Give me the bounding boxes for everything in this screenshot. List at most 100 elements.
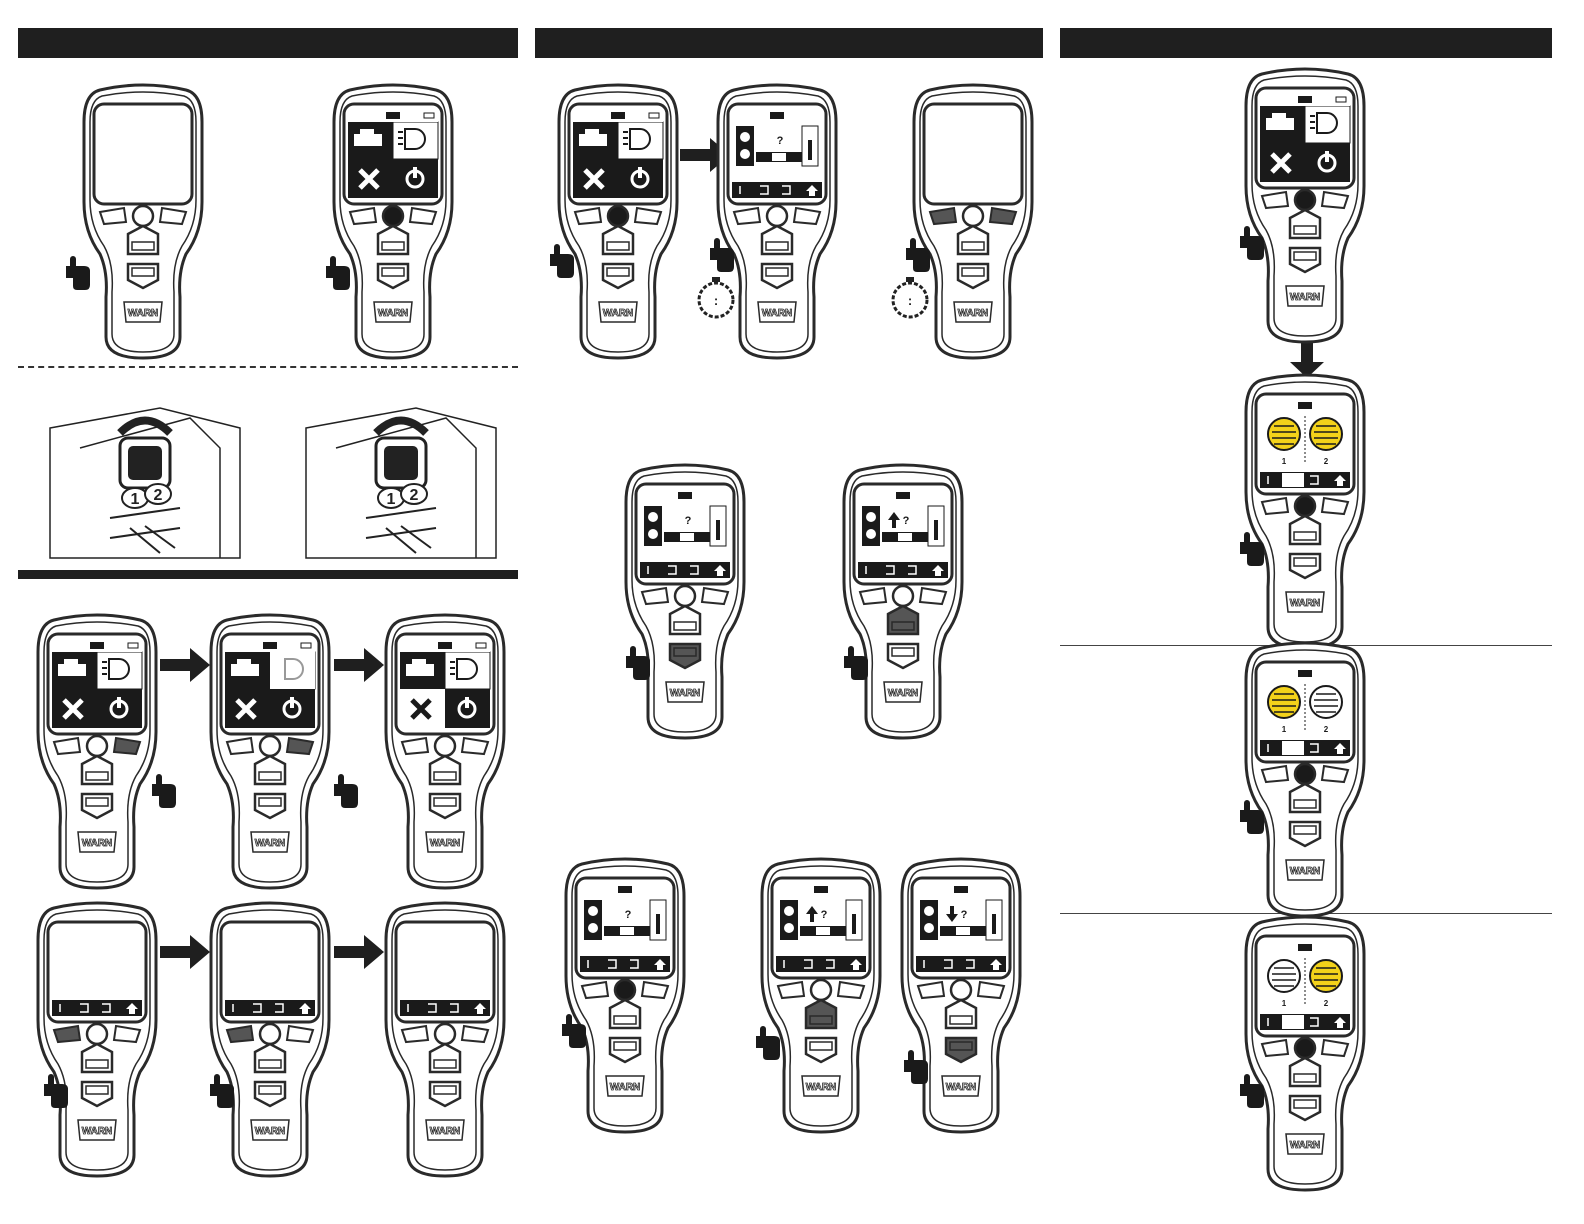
winch-screen: ? <box>916 884 1006 972</box>
svg-text:WARN: WARN <box>255 1126 286 1137</box>
remote-control: WARN <box>34 612 160 892</box>
home-menu-screen <box>348 110 438 198</box>
remote-control: ? WARN <box>898 856 1024 1136</box>
light-screen: 1 2 <box>1260 668 1350 756</box>
pointing-hand-icon <box>204 1070 244 1110</box>
remote-control: WARN <box>910 82 1036 362</box>
svg-text:1: 1 <box>387 491 396 508</box>
svg-text:WARN: WARN <box>888 688 919 699</box>
remote-control: WARN <box>1242 66 1368 346</box>
section-header-bar-middle <box>535 28 1043 58</box>
pointing-hand-icon <box>900 234 940 274</box>
socket-illustration-2: 1 2 <box>296 388 536 568</box>
svg-text:WARN: WARN <box>82 838 113 849</box>
svg-text:?: ? <box>777 135 784 147</box>
remote-control: ? WARN <box>562 856 688 1136</box>
svg-text:?: ? <box>961 909 968 921</box>
light-bar-screen <box>400 928 490 1016</box>
svg-text:WARN: WARN <box>378 308 409 319</box>
pointing-hand-icon <box>898 1046 938 1086</box>
light-screen: 1 2 <box>1260 942 1350 1030</box>
pointing-hand-icon <box>328 770 368 810</box>
svg-text:2: 2 <box>1324 725 1329 734</box>
pointing-hand-icon <box>60 252 100 292</box>
svg-text:2: 2 <box>1324 999 1329 1008</box>
arrow-right-icon <box>334 935 384 969</box>
home-menu-screen <box>573 110 663 198</box>
pointing-hand-icon <box>320 252 360 292</box>
svg-text:WARN: WARN <box>958 308 989 319</box>
svg-text:1: 1 <box>1282 999 1287 1008</box>
socket-illustration-1: 1 2 <box>40 388 280 568</box>
section-divider-bar <box>18 570 518 579</box>
svg-text:WARN: WARN <box>255 838 286 849</box>
remote-control: 1 2 WARN <box>1242 914 1368 1194</box>
arrow-right-icon <box>334 648 384 682</box>
remote-control: WARN <box>80 82 206 362</box>
winch-screen: ? <box>640 490 730 578</box>
remote-control: WARN <box>555 82 681 362</box>
svg-text:1: 1 <box>1282 457 1287 466</box>
svg-text:WARN: WARN <box>430 1126 461 1137</box>
pointing-hand-icon <box>838 642 878 682</box>
remote-control: ? WARN <box>714 82 840 362</box>
svg-text:1: 1 <box>1282 725 1287 734</box>
svg-text:1: 1 <box>131 491 140 508</box>
arrow-right-icon <box>160 648 210 682</box>
pointing-hand-icon <box>1234 796 1274 836</box>
winch-screen: ? <box>580 884 670 972</box>
winch-screen: ? <box>858 490 948 578</box>
winch-screen: ? <box>776 884 866 972</box>
svg-text:2: 2 <box>410 487 419 504</box>
remote-control: WARN <box>382 612 508 892</box>
svg-text:2: 2 <box>154 487 163 504</box>
remote-control: ? WARN <box>758 856 884 1136</box>
svg-text:WARN: WARN <box>1290 598 1321 609</box>
svg-text:WARN: WARN <box>1290 1140 1321 1151</box>
svg-text:WARN: WARN <box>610 1082 641 1093</box>
svg-text:WARN: WARN <box>603 308 634 319</box>
svg-text:WARN: WARN <box>762 308 793 319</box>
svg-text:WARN: WARN <box>670 688 701 699</box>
remote-control: 1 2 WARN <box>1242 640 1368 920</box>
svg-text:WARN: WARN <box>1290 866 1321 877</box>
remote-control: WARN <box>207 900 333 1180</box>
svg-text:?: ? <box>685 515 692 527</box>
pointing-hand-icon <box>1234 222 1274 262</box>
svg-text:?: ? <box>903 515 910 527</box>
light-screen: 1 2 <box>1260 400 1350 488</box>
pointing-hand-icon <box>556 1010 596 1050</box>
remote-control: WARN <box>207 612 333 892</box>
pointing-hand-icon <box>38 1070 78 1110</box>
svg-text:WARN: WARN <box>82 1126 113 1137</box>
svg-text:WARN: WARN <box>128 308 159 319</box>
svg-text:?: ? <box>821 909 828 921</box>
home-menu-screen <box>52 640 142 728</box>
arrow-right-icon <box>160 935 210 969</box>
light-bar-screen <box>225 928 315 1016</box>
section-header-bar-left <box>18 28 518 58</box>
remote-control: WARN <box>382 900 508 1180</box>
pointing-hand-icon <box>146 770 186 810</box>
svg-text:WARN: WARN <box>806 1082 837 1093</box>
remote-control: 1 2 WARN <box>1242 372 1368 652</box>
section-header-bar-right <box>1060 28 1552 58</box>
remote-control: WARN <box>34 900 160 1180</box>
remote-control: ? WARN <box>622 462 748 742</box>
svg-text:?: ? <box>625 909 632 921</box>
remote-control: WARN <box>330 82 456 362</box>
pointing-hand-icon <box>750 1022 790 1062</box>
svg-text:WARN: WARN <box>1290 292 1321 303</box>
light-bar-screen <box>52 928 142 1016</box>
pointing-hand-icon <box>704 234 744 274</box>
pointing-hand-icon <box>620 642 660 682</box>
pointing-hand-icon <box>544 240 584 280</box>
svg-text:WARN: WARN <box>430 838 461 849</box>
remote-control: ? WARN <box>840 462 966 742</box>
dashed-divider <box>18 366 518 368</box>
pointing-hand-icon <box>1234 1070 1274 1110</box>
home-menu-screen <box>1260 94 1350 182</box>
pointing-hand-icon <box>1234 528 1274 568</box>
svg-text:2: 2 <box>1324 457 1329 466</box>
winch-screen: ? <box>732 110 822 198</box>
